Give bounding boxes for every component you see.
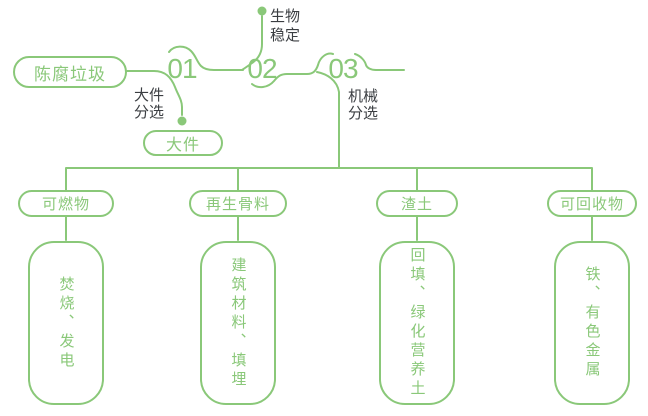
step-03-number: 03 — [328, 53, 358, 84]
disposal-text-slag-soil: 回填、绿化营养土 — [408, 247, 426, 399]
step-02-number: 02 — [247, 53, 277, 84]
branch-combustible-node: 可燃物 — [18, 190, 114, 217]
branch-recycled-aggregate-node: 再生骨料 — [189, 190, 287, 217]
step-01-process-label: 大件分选 — [134, 87, 165, 121]
flow-line-02-to-03 — [251, 52, 334, 89]
step-01-number: 01 — [167, 53, 197, 84]
bulky-output-node: 大件 — [143, 130, 223, 156]
disposal-text-recycled-aggregate: 建筑材料、填埋 — [229, 256, 247, 390]
disposal-text-combustible: 焚烧、发电 — [57, 275, 75, 371]
flow-line-source-to-bulky — [126, 70, 183, 116]
disposal-box-recyclable: 铁、有色金属 — [554, 241, 630, 405]
disposal-box-slag-soil: 回填、绿化营养土 — [379, 241, 455, 405]
node-dot-bulky — [177, 116, 187, 126]
flow-line-after-03 — [354, 53, 405, 71]
distribution-line — [65, 167, 593, 191]
flow-line-01-to-02 — [168, 45, 244, 71]
branch-recyclable-node: 可回收物 — [547, 190, 637, 217]
source-node: 陈腐垃圾 — [13, 56, 127, 88]
node-dot-bio — [257, 6, 267, 16]
branch-slag-soil-node: 渣土 — [376, 190, 458, 217]
disposal-box-recycled-aggregate: 建筑材料、填埋 — [200, 241, 276, 405]
flow-line-03-descent — [316, 71, 340, 169]
disposal-text-recyclable: 铁、有色金属 — [583, 266, 601, 380]
disposal-box-combustible: 焚烧、发电 — [28, 241, 104, 405]
flow-line-bio-drop — [241, 15, 263, 71]
step-02-process-label: 生物稳定 — [270, 8, 301, 44]
step-03-process-label: 机械分选 — [348, 88, 379, 122]
